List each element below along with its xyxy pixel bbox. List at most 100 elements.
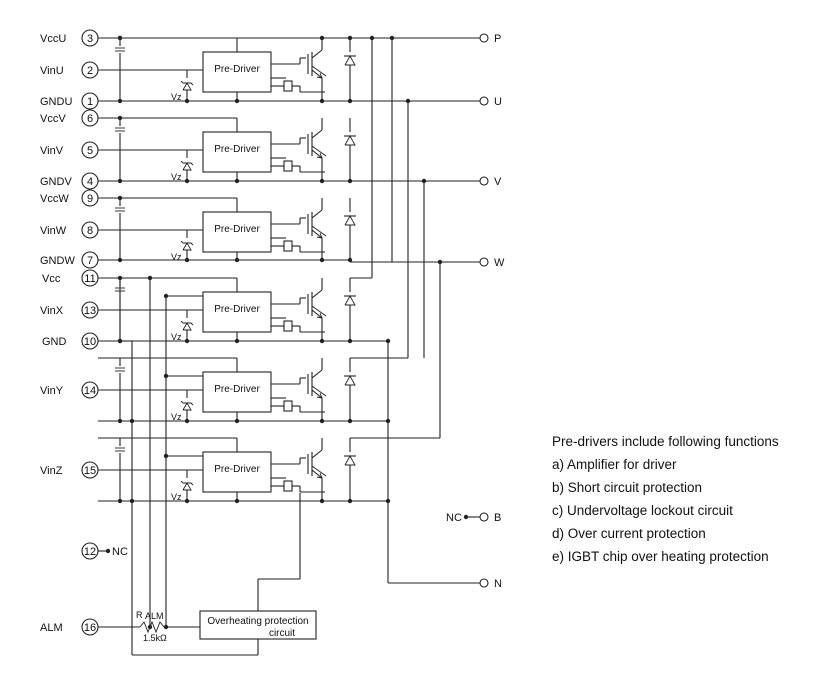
pin-label: GNDU [40, 96, 72, 108]
pin-number: 13 [84, 305, 96, 317]
pin-7-circle [81, 251, 99, 269]
output-label: W [494, 257, 505, 269]
pin-label: VccV [40, 113, 66, 125]
junction-dot [319, 35, 325, 41]
temp-sense-element [283, 160, 293, 172]
wire [311, 449, 323, 459]
zener-label: Vz [171, 412, 182, 422]
junction-dot [129, 418, 135, 424]
zener-bar [180, 160, 194, 166]
junction-dot [347, 498, 353, 504]
pin-number: 16 [84, 622, 96, 634]
junction-dot [117, 498, 123, 504]
pin-2-circle [81, 61, 99, 79]
pin-label: GNDW [40, 255, 75, 267]
pin-number: 11 [84, 273, 95, 285]
junction-dot [117, 178, 123, 184]
pin-number: 5 [87, 145, 93, 157]
pre-driver-label: Pre-Driver [214, 304, 260, 315]
notes-title: Pre-drivers include following functions [552, 434, 779, 449]
temp-sense-element [283, 320, 293, 332]
emitter-arrow [316, 472, 323, 479]
junction-dot [347, 98, 353, 104]
alarm-resistor [139, 620, 165, 634]
wire [311, 309, 323, 319]
junction-dot [117, 338, 123, 344]
zener-diode [182, 162, 192, 171]
output-label: V [494, 176, 502, 188]
pin-number: 3 [87, 33, 93, 45]
zener-bar [180, 240, 194, 246]
output-terminal [479, 96, 489, 106]
pre-driver-box [202, 51, 272, 93]
pin-9-circle [81, 189, 99, 207]
output-label: U [494, 96, 502, 108]
zener-bar [180, 80, 194, 86]
freewheel-diode [344, 135, 356, 146]
pin-label: ALM [40, 622, 63, 634]
pin-4-circle [81, 172, 99, 190]
temp-sense-element [283, 80, 293, 92]
zener-label: Vz [171, 332, 182, 342]
pin-number: 12 [84, 546, 96, 558]
pin-11-circle [81, 269, 99, 287]
pin-number: 2 [87, 65, 93, 77]
zener-label: Vz [171, 172, 182, 182]
wire [311, 465, 327, 477]
pin-number: 14 [84, 385, 96, 397]
resistor-name: R [136, 610, 143, 620]
junction-dot [385, 338, 391, 344]
junction-dot [117, 418, 123, 424]
junction-dot [147, 624, 153, 630]
nc-b-label: NC [446, 512, 462, 524]
junction-dot [163, 293, 169, 299]
zener-bar [180, 400, 194, 406]
emitter-arrow [316, 152, 323, 159]
pre-driver-box [202, 211, 272, 253]
junction-dot [234, 178, 240, 184]
pin-label: VinY [40, 385, 64, 397]
output-P-terminal [479, 33, 489, 43]
junction-dot [319, 98, 325, 104]
junction-dot [184, 498, 190, 504]
wire [311, 69, 323, 79]
freewheel-diode [344, 55, 356, 66]
emitter-arrow [316, 392, 323, 399]
zener-bar [180, 480, 194, 486]
emitter-arrow [316, 72, 323, 79]
wire [311, 49, 323, 59]
overheat-label-2: circuit [269, 628, 295, 639]
pin-label: VinV [40, 145, 64, 157]
pin-number: 9 [87, 193, 93, 205]
resistor-value: 1.5kΩ [143, 633, 167, 643]
pin-number: 4 [87, 176, 93, 188]
freewheel-diode [344, 375, 356, 386]
freewheel-diode [344, 455, 356, 466]
pin-15-circle [81, 461, 99, 479]
pre-driver-box [202, 131, 272, 173]
predriver-functions-notes: Pre-drivers include following functions … [552, 430, 779, 568]
pin-label: GND [42, 336, 67, 348]
junction-dot [319, 257, 325, 263]
note-item-c: c) Undervoltage lockout circuit [552, 503, 733, 518]
output-terminal [479, 257, 489, 267]
pre-driver-box [202, 451, 272, 493]
junction-dot [105, 548, 111, 554]
overheat-label-1: Overheating protection [207, 616, 308, 627]
note-item-d: d) Over current protection [552, 526, 706, 541]
pin-label: VinW [40, 225, 67, 237]
emitter-arrow [316, 312, 323, 319]
junction-dot [347, 418, 353, 424]
pin-3-circle [81, 29, 99, 47]
junction-dot [319, 338, 325, 344]
junction-dot [117, 195, 123, 201]
junction-dot [234, 98, 240, 104]
wire [311, 229, 323, 239]
junction-dot [319, 498, 325, 504]
junction-dot [405, 98, 411, 104]
pin-label: Vcc [42, 273, 61, 285]
junction-dot [319, 178, 325, 184]
zener-label: Vz [171, 252, 182, 262]
note-item-a: a) Amplifier for driver [552, 457, 677, 472]
junction-dot [347, 257, 353, 263]
